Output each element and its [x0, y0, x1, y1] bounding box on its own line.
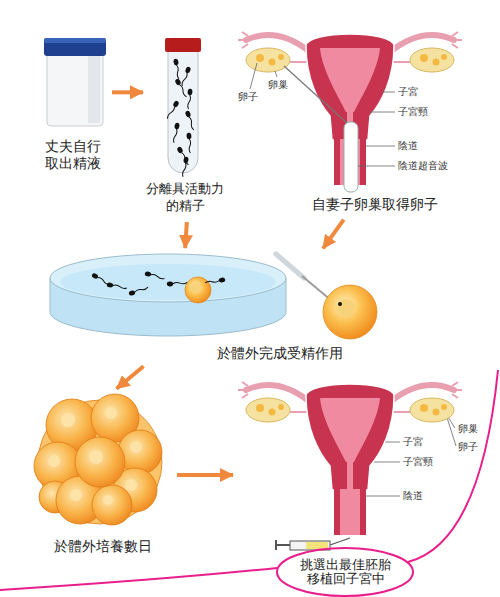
- step-node: 於體外完成受精作用: [45, 250, 395, 365]
- test-tube: [165, 38, 201, 177]
- uterus-drawing: [238, 32, 462, 192]
- flow-arrow: [177, 473, 233, 477]
- flow-arrow: [185, 222, 187, 248]
- step-node: 丈夫自行 取出精液: [35, 30, 110, 175]
- step-caption: 分離具活動力 的精子: [143, 180, 227, 214]
- part-label: 卵子: [458, 441, 478, 453]
- part-label: 子宮: [403, 436, 423, 448]
- part-label: 卵巢: [458, 423, 478, 435]
- step-caption: 丈夫自行 取出精液: [40, 138, 105, 172]
- flow-arrow: [117, 366, 144, 388]
- step-node: 挑選出最佳胚胎 移植回子宮中: [235, 375, 485, 590]
- part-label: 卵子: [238, 91, 258, 103]
- annotation-stroke: [0, 370, 498, 596]
- step-node: 分離具活動力 的精子: [145, 35, 229, 220]
- part-label: 陰道超音波: [398, 160, 448, 172]
- step-node: 自妻子卵巢取得卵子: [235, 8, 475, 218]
- step-caption: 於體外完成受精作用: [210, 345, 350, 362]
- part-label: 陰道: [403, 490, 423, 502]
- embryo-cluster: [34, 394, 162, 525]
- step-caption: 自妻子卵巢取得卵子: [295, 196, 455, 213]
- step-caption: 挑選出最佳胚胎 移植回子宮中: [297, 558, 394, 586]
- part-label: 陰道: [398, 140, 418, 152]
- part-label: 子宮頸: [403, 456, 433, 468]
- step-caption: 於體外培養數日: [45, 538, 160, 555]
- part-label: 卵巢: [268, 79, 288, 91]
- part-label: 子宮: [398, 86, 418, 98]
- uterus-drawing: [238, 382, 462, 535]
- petri-dish: [50, 254, 286, 336]
- part-label: 子宮頸: [398, 106, 428, 118]
- flow-arrow: [112, 90, 143, 94]
- egg-pipette: [276, 254, 377, 339]
- specimen-cup: [44, 38, 106, 126]
- step-node: 於體外培養數日: [30, 390, 175, 560]
- flow-arrow: [323, 220, 344, 249]
